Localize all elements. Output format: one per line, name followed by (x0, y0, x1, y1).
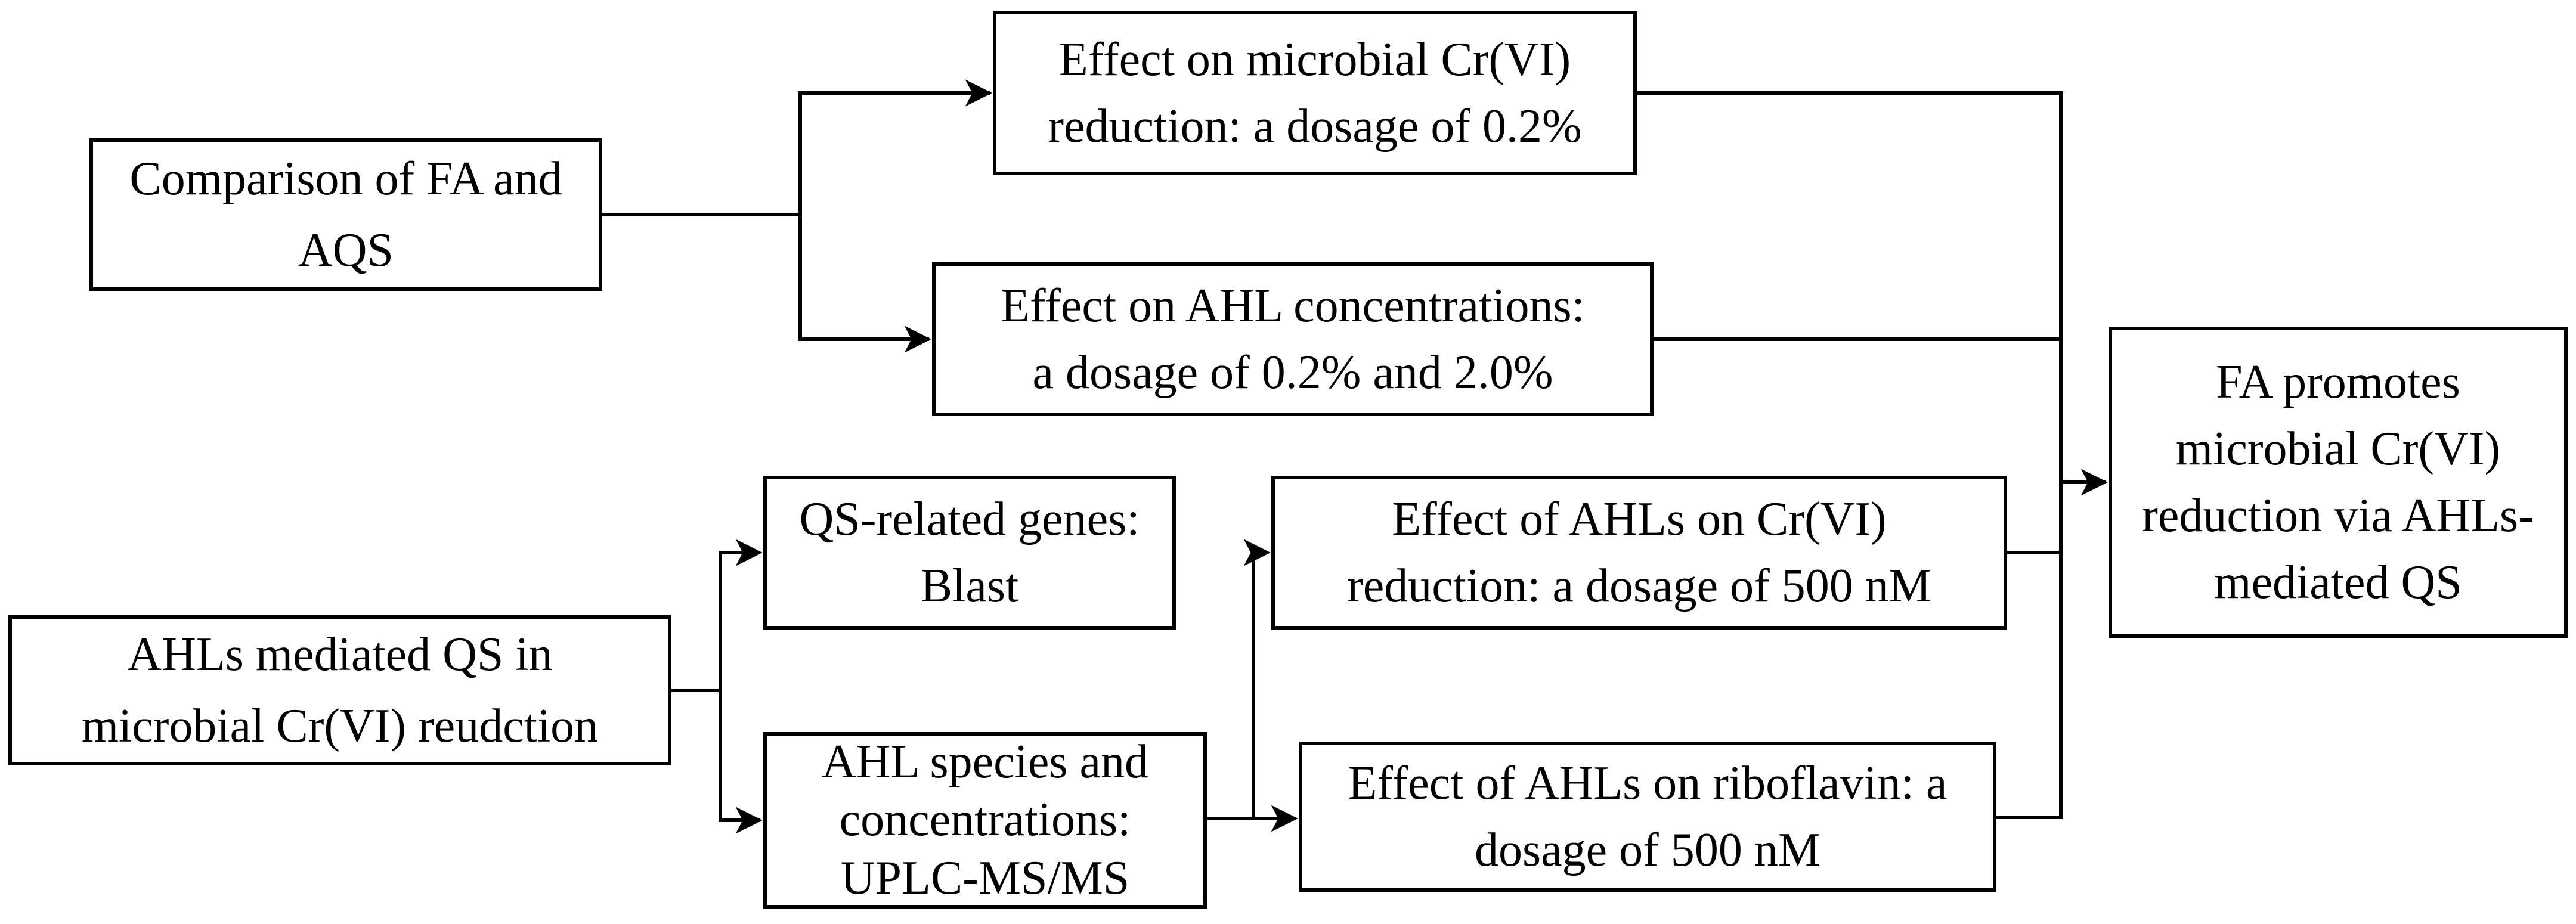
connector-to-qs-genes (719, 539, 763, 692)
box-text: QS-related genes: Blast (799, 493, 1140, 612)
box-comparison-fa-aqs: Comparison of FA and AQS (89, 138, 602, 291)
box-text: AHL species and concentrations: UPLC-MS/… (822, 735, 1148, 904)
box-text: FA promotes microbial Cr(VI) reduction v… (2142, 356, 2534, 609)
connector-comparison-to-microbial (798, 79, 992, 216)
box-effect-ahls-cr-reduction: Effect of AHLs on Cr(VI) reduction: a do… (1271, 476, 2007, 630)
box-fa-promotes-conclusion: FA promotes microbial Cr(VI) reduction v… (2109, 327, 2568, 638)
connector-comparison-to-ahl-conc (798, 213, 931, 353)
box-ahls-mediated-qs: AHLs mediated QS in microbial Cr(VI) reu… (8, 615, 671, 765)
box-text: Effect on microbial Cr(VI) reduction: a … (1048, 33, 1582, 153)
box-text: Effect of AHLs on riboflavin: a dosage o… (1348, 757, 1948, 876)
box-effect-microbial-cr-reduction: Effect on microbial Cr(VI) reduction: a … (993, 11, 1637, 175)
connector-species-to-cr-reduction (1243, 539, 1271, 820)
box-text: Comparison of FA and AQS (129, 153, 562, 277)
box-text: Effect on AHL concentrations: a dosage o… (1001, 280, 1585, 399)
box-text: Effect of AHLs on Cr(VI) reduction: a do… (1347, 493, 1931, 612)
connector-to-ahl-species (719, 689, 763, 834)
box-ahl-species-concentrations: AHL species and concentrations: UPLC-MS/… (763, 732, 1207, 909)
box-text: AHLs mediated QS in microbial Cr(VI) reu… (81, 628, 599, 752)
box-effect-ahls-riboflavin: Effect of AHLs on riboflavin: a dosage o… (1299, 742, 1996, 892)
box-effect-ahl-concentrations: Effect on AHL concentrations: a dosage o… (932, 262, 1654, 416)
box-qs-related-genes: QS-related genes: Blast (763, 476, 1176, 630)
